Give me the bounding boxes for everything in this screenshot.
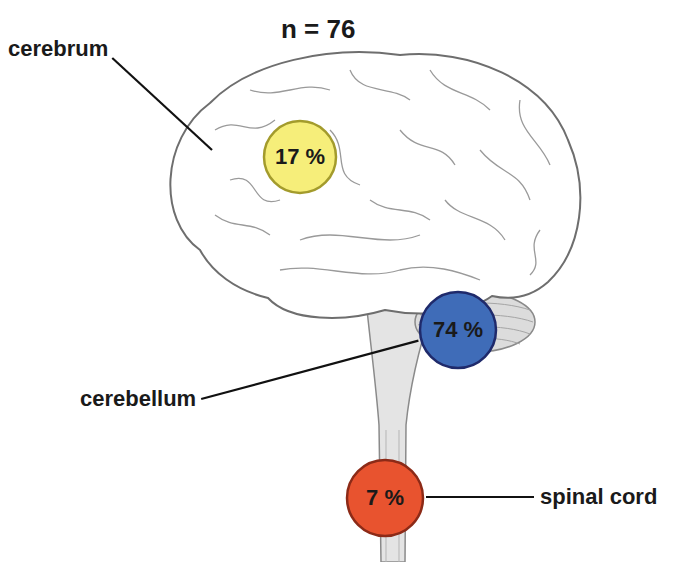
percent-circle: 17 % (262, 119, 338, 195)
cerebrum-shape (170, 52, 580, 318)
leader-line (112, 58, 212, 150)
part-label: spinal cord (540, 484, 657, 510)
title: n = 76 (281, 14, 355, 45)
percent-circle: 74 % (418, 290, 498, 370)
percent-value: 17 % (262, 119, 338, 195)
percent-value: 7 % (345, 458, 425, 538)
part-label: cerebrum (8, 36, 108, 62)
leader-line (426, 496, 534, 498)
percent-value: 74 % (418, 290, 498, 370)
leader-line (201, 341, 418, 399)
part-label: cerebellum (80, 386, 196, 412)
percent-circle: 7 % (345, 458, 425, 538)
